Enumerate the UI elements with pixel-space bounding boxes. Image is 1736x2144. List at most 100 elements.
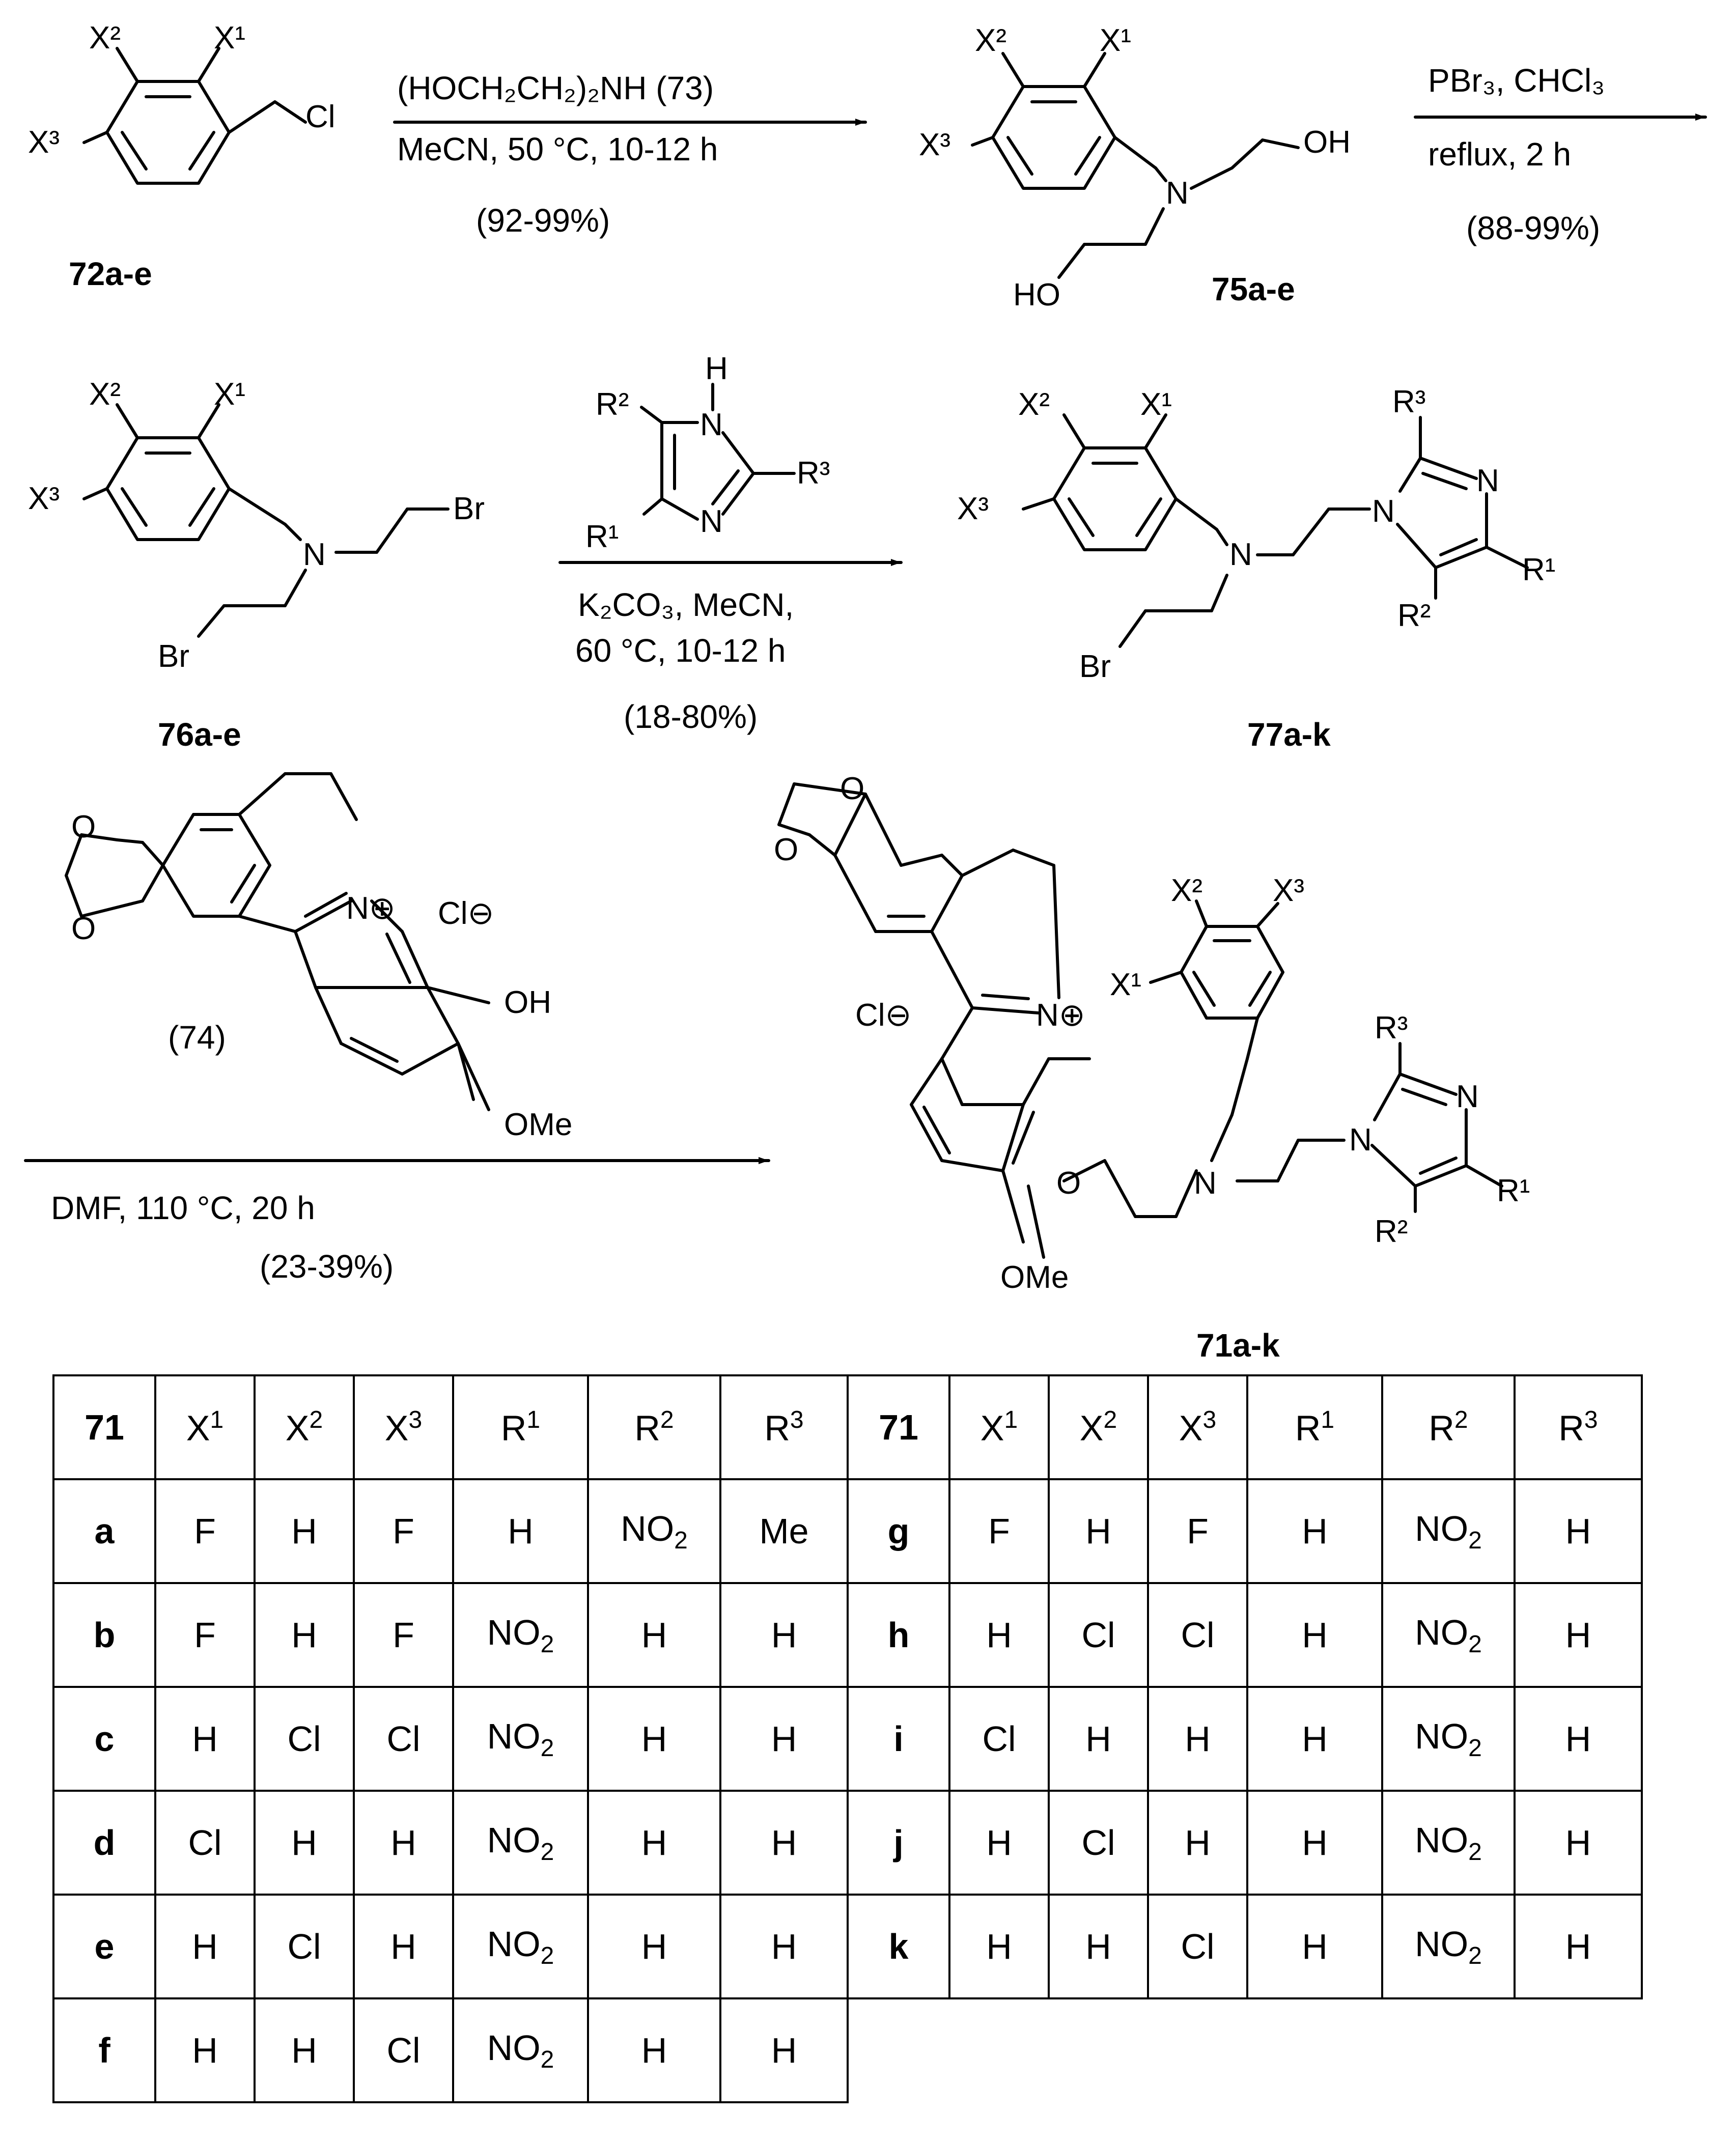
table-cell: h	[847, 1582, 950, 1688]
table-cell: H	[948, 1582, 1050, 1688]
table-cell: Cl	[1147, 1582, 1248, 1688]
table-cell: NO2	[452, 1997, 589, 2103]
label-r2: R²	[1397, 598, 1431, 633]
table-cell: H	[254, 1478, 355, 1584]
table-cell: H	[1246, 1686, 1383, 1792]
table-cell: H	[254, 1582, 355, 1688]
step4-conditions: DMF, 110 °C, 20 h	[51, 1190, 315, 1226]
table-cell: F	[154, 1582, 256, 1688]
label-r1: R¹	[1497, 1173, 1530, 1208]
label-n: N	[1349, 1122, 1372, 1158]
label-br: Br	[1079, 649, 1111, 684]
table-cell: Cl	[1048, 1790, 1149, 1896]
table-cell: H	[1514, 1790, 1643, 1896]
table-header-cell: X3	[353, 1374, 454, 1480]
step3-reagent: K₂CO₃, MeCN,	[578, 586, 794, 623]
compound-id-72: 72a-e	[69, 256, 152, 292]
table-cell: c	[52, 1686, 156, 1792]
label-o: O	[774, 832, 798, 867]
table-cell: H	[719, 1582, 849, 1688]
label-h: H	[705, 351, 728, 386]
label-x1: X¹	[214, 377, 245, 412]
label-x3: X³	[1273, 873, 1304, 908]
step2-conditions: reflux, 2 h	[1428, 136, 1571, 173]
step1-reagent: (HOCH₂CH₂)₂NH (73)	[397, 70, 714, 106]
table-cell: NO2	[1381, 1894, 1516, 1999]
table-cell: H	[587, 1582, 721, 1688]
label-r1: R¹	[1522, 552, 1555, 587]
compound-id-77: 77a-k	[1247, 716, 1331, 753]
table-cell: F	[1147, 1478, 1248, 1584]
table-cell: F	[353, 1582, 454, 1688]
label-n: N	[1166, 176, 1189, 211]
structure-77	[1022, 413, 1529, 648]
table-cell: NO2	[452, 1790, 589, 1896]
table-cell: H	[587, 1894, 721, 1999]
table-header-cell: R1	[1246, 1374, 1383, 1480]
structure-74	[65, 772, 490, 1111]
table-cell: H	[1514, 1686, 1643, 1792]
table-header-cell: 71	[52, 1374, 156, 1480]
table-cell: NO2	[452, 1582, 589, 1688]
label-ome: OMe	[1000, 1260, 1069, 1295]
label-x3: X³	[28, 481, 60, 516]
table-cell: F	[353, 1478, 454, 1584]
label-r2: R²	[596, 387, 629, 422]
label-nplus: N⊕	[1036, 998, 1085, 1033]
label-o: O	[71, 809, 96, 844]
table-header-cell: R3	[1514, 1374, 1643, 1480]
structure-71	[777, 782, 1503, 1259]
table-cell: H	[1514, 1894, 1643, 1999]
label-n: N	[1229, 537, 1252, 572]
table-header-cell: R2	[1381, 1374, 1516, 1480]
label-cl: Cl	[305, 99, 335, 134]
step1-yield: (92-99%)	[476, 202, 610, 239]
label-o: O	[71, 911, 96, 946]
structure-75	[971, 52, 1300, 279]
table-cell: H	[719, 1686, 849, 1792]
table-header-cell: X2	[1048, 1374, 1149, 1480]
label-r3: R³	[1392, 384, 1425, 419]
label-n: N	[303, 537, 326, 572]
label-r3: R³	[1375, 1010, 1408, 1046]
table-cell: d	[52, 1790, 156, 1896]
table-cell: NO2	[1381, 1686, 1516, 1792]
label-oh: OH	[1303, 125, 1351, 160]
table-cell: H	[719, 1894, 849, 1999]
label-n: N	[1194, 1166, 1217, 1201]
table-cell: H	[948, 1894, 1050, 1999]
table-cell: Cl	[1147, 1894, 1248, 1999]
table-cell: H	[254, 1997, 355, 2103]
structure-76	[82, 403, 450, 638]
label-x2: X²	[1171, 873, 1202, 908]
label-n: N	[700, 407, 723, 442]
table-cell: H	[1246, 1790, 1383, 1896]
label-x3: X³	[28, 125, 60, 160]
label-cl-minus: Cl⊖	[438, 896, 494, 931]
table-cell: Cl	[353, 1686, 454, 1792]
table-cell: e	[52, 1894, 156, 1999]
table-cell: H	[1246, 1582, 1383, 1688]
table-cell: k	[847, 1894, 950, 1999]
label-x2: X²	[1018, 387, 1050, 422]
table-cell: NO2	[452, 1686, 589, 1792]
table-cell: NO2	[1381, 1478, 1516, 1584]
table-cell: H	[1514, 1478, 1643, 1584]
compound-id-76: 76a-e	[158, 716, 241, 753]
table-cell: f	[52, 1997, 156, 2103]
table-header-cell: X3	[1147, 1374, 1248, 1480]
label-r1: R¹	[585, 519, 619, 554]
label-x1: X¹	[214, 20, 245, 55]
table-cell: Cl	[254, 1686, 355, 1792]
label-nplus: N⊕	[346, 891, 396, 926]
structure-imidazole-reagent	[640, 383, 796, 521]
